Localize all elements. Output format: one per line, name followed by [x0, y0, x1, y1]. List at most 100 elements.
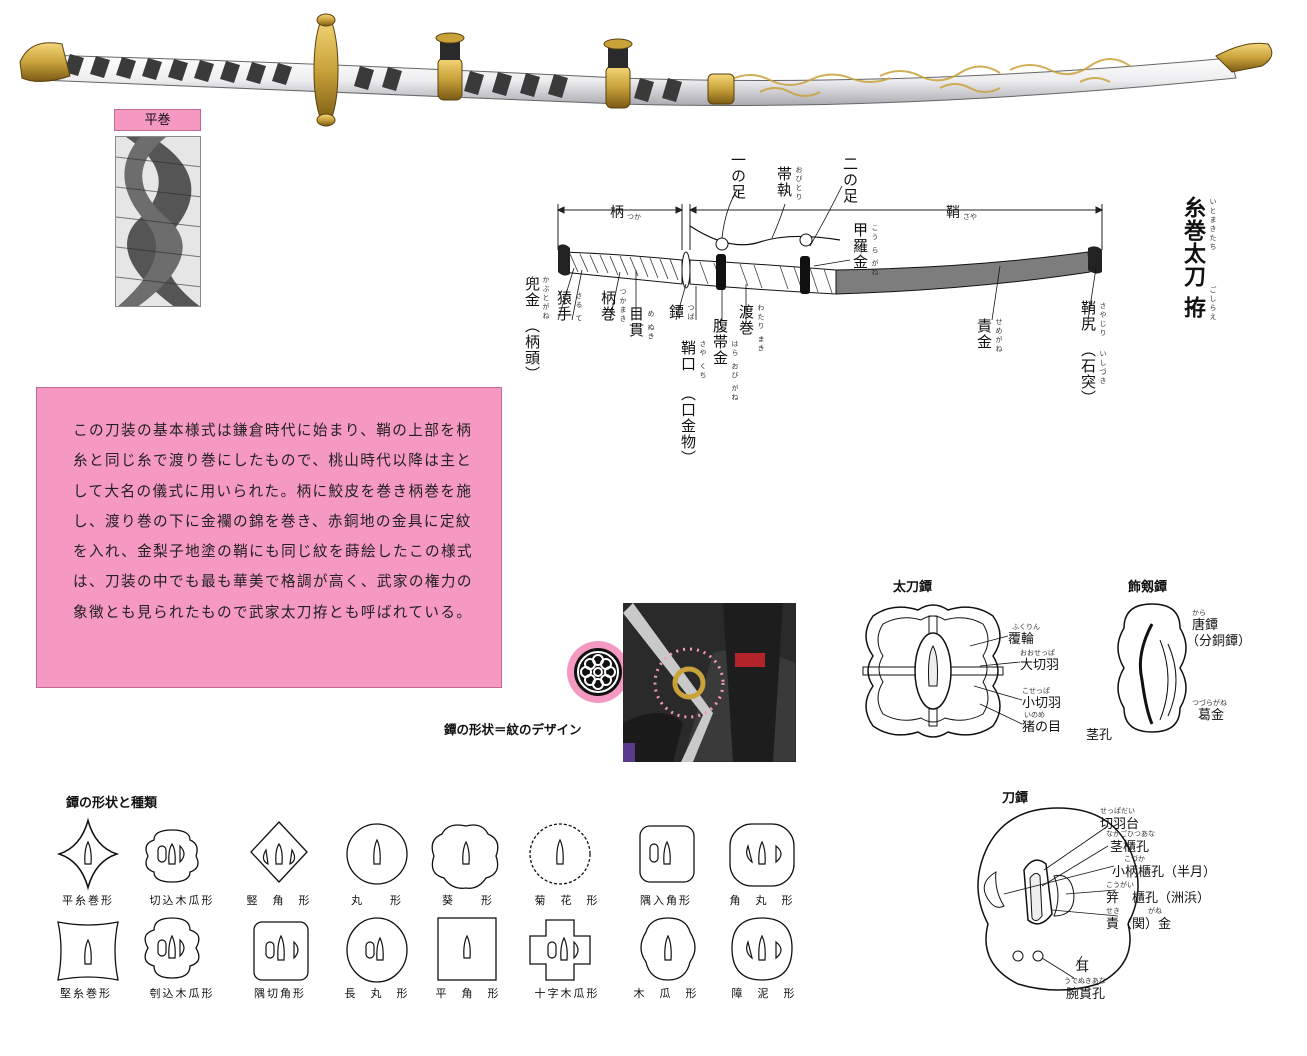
- tachi-tsuba-label-1-ruby: ふくりん: [1012, 623, 1040, 631]
- title-main: 糸巻太刀: [1180, 196, 1206, 288]
- label-kabutogane-paren: （柄頭）: [523, 318, 541, 382]
- shape-label-16: 障 泥 形: [731, 987, 797, 1000]
- label-ichinoashi: 一の足: [729, 152, 747, 200]
- worn-tachi-photo: [623, 603, 796, 762]
- shape-label-11: 隅切角形: [254, 987, 306, 1000]
- shape-jumonji-mokko: [529, 919, 591, 981]
- label-koiguchi-paren: （口金物）: [679, 386, 697, 466]
- shape-label-1: 平糸巻形: [62, 894, 114, 907]
- shape-label-14: 十字木瓜形: [534, 987, 600, 1000]
- photo-caption: 鐔の形状＝紋のデザイン: [444, 722, 582, 737]
- shape-label-2: 切込木瓜形: [149, 894, 215, 907]
- label-sarute: 猿手: [555, 290, 573, 322]
- katana-label-2-ruby: なかごひつあな: [1106, 830, 1155, 838]
- shape-label-13: 平 角 形: [435, 987, 501, 1000]
- dim-saya: 鞘: [946, 205, 960, 221]
- tsuba-shapes-grid: [56, 818, 795, 983]
- dim-tsuka-ruby: つか: [627, 213, 641, 221]
- tachi-parts-diagram: [556, 185, 1104, 320]
- katana-label-1-ruby: せっぱだい: [1100, 807, 1135, 815]
- label-watarimaki-ruby: わたり まき: [757, 304, 765, 354]
- katana-tsuba-title: 刀鐔: [1002, 791, 1029, 806]
- kamon-badge: [567, 641, 629, 703]
- description-text: この刀装の基本様式は鎌倉時代に始まり、鞘の上部を柄糸と同じ糸で渡り巻にしたもので…: [73, 422, 473, 621]
- katana-label-6: 腕貫孔: [1066, 987, 1106, 1002]
- katana-mimi-label: 耳: [1076, 960, 1090, 975]
- shape-label-10: 刳込木瓜形: [149, 987, 215, 1000]
- label-sayajiri: 鞘尻: [1079, 300, 1097, 332]
- katana-label-5-ruby: せき がね: [1106, 907, 1162, 915]
- tachi-tsuba-label-4-ruby: いのめ: [1024, 711, 1045, 719]
- description-box: この刀装の基本様式は鎌倉時代に始まり、鞘の上部を柄糸と同じ糸で渡り巻にしたもので…: [36, 387, 502, 688]
- tachi-tsuba-leaders: [969, 635, 1023, 725]
- dim-tsuka: 柄: [610, 205, 624, 221]
- shape-label-6: 菊 花 形: [534, 894, 600, 907]
- tachi-tsuba-drawing: [862, 604, 1004, 738]
- katana-label-3-ruby: こづか: [1124, 855, 1145, 863]
- katana-label-4-ruby: こうがい: [1106, 881, 1134, 889]
- shape-label-4: 丸 形: [351, 894, 403, 907]
- shape-label-8: 角 丸 形: [729, 894, 795, 907]
- kazari-karatsuba-ruby: から: [1192, 609, 1206, 617]
- shape-label-3: 竪 角 形: [246, 894, 312, 907]
- tachi-sword-illustration: [19, 13, 1273, 127]
- label-koiguchi-ruby: さや くち: [699, 340, 707, 381]
- label-tsukamaki: 柄巻: [599, 290, 617, 322]
- label-haraobigane-ruby: はら おび がね: [731, 340, 739, 403]
- label-sarute-ruby: さる て: [575, 292, 583, 324]
- label-semegane: 責金: [975, 318, 993, 350]
- label-sayajiri-ruby: さやじり: [1099, 302, 1107, 338]
- label-kabutogane: 兜金: [523, 276, 541, 308]
- katana-label-6-ruby: うでぬきあな: [1064, 977, 1106, 985]
- label-kabutogane-ruby: かぶとがね: [542, 276, 550, 321]
- kazari-nakago-hole: 茎孔: [1086, 728, 1113, 743]
- shape-label-5: 葵 形: [442, 894, 494, 907]
- label-kouragane: 甲羅金: [851, 222, 869, 270]
- label-tsukamaki-ruby: つかまき: [619, 288, 627, 324]
- title-main-ruby: いとまきたち: [1209, 198, 1217, 252]
- kazari-karatsuba-paren: （分銅鐔）: [1186, 634, 1252, 649]
- label-semegane-ruby: せめがね: [995, 318, 1003, 354]
- tachi-tsuba-label-3-ruby: こせっぱ: [1022, 687, 1050, 695]
- label-sayajiri-paren-ruby: いしづき: [1099, 350, 1107, 386]
- tachi-tsuba-label-3: 小切羽: [1022, 696, 1062, 711]
- dim-saya-ruby: さや: [963, 213, 977, 221]
- katana-label-4: 笄 櫃孔（洲浜）: [1106, 891, 1211, 906]
- tachi-tsuba-label-2: 大切羽: [1020, 658, 1060, 673]
- katana-label-5: 責（関）金: [1106, 917, 1172, 932]
- label-ninoashi: 二の足: [841, 156, 859, 204]
- label-tsuba-ruby: つば: [687, 304, 695, 322]
- label-kouragane-ruby: こう ら がね: [871, 224, 879, 278]
- label-sayajiri-paren: （石突）: [1079, 342, 1097, 406]
- katana-label-3: 小柄櫃孔（半月）: [1112, 865, 1217, 880]
- katana-label-2: 茎櫃孔: [1110, 840, 1150, 855]
- hiramaki-weave-image: [115, 136, 201, 307]
- label-tsuba: 鐔: [667, 304, 685, 320]
- label-obitori: 帯執: [775, 166, 793, 198]
- kazari-kuzugane-ruby: つづらがね: [1192, 699, 1227, 707]
- label-koiguchi: 鞘口: [679, 340, 697, 372]
- kazari-karatsuba: 唐鐔: [1192, 618, 1219, 633]
- label-menuki-ruby: め ぬき: [647, 310, 655, 342]
- tachi-tsuba-label-4: 猪の目: [1022, 720, 1062, 735]
- hiramaki-label: 平巻: [114, 109, 201, 131]
- title-sub-ruby: ごしらえ: [1209, 286, 1217, 322]
- katana-label-1: 切羽台: [1100, 817, 1140, 832]
- label-obitori-ruby: おびとり: [795, 166, 803, 202]
- label-haraobigane: 腹帯金: [711, 318, 729, 366]
- shape-label-9: 堅糸巻形: [60, 987, 112, 1000]
- tachi-tsuba-title: 太刀鐔: [893, 580, 933, 595]
- kazari-tsuba-title: 飾剱鐔: [1128, 580, 1168, 595]
- shape-label-12: 長 丸 形: [344, 987, 410, 1000]
- tachi-tsuba-label-2-ruby: おおせっぱ: [1020, 649, 1055, 657]
- shape-label-15: 木 瓜 形: [633, 987, 699, 1000]
- title-sub: 拵: [1180, 296, 1206, 319]
- kazari-tsuba-drawing: [1117, 603, 1187, 733]
- shape-label-7: 隅入角形: [640, 894, 692, 907]
- kazari-kuzugane: 葛金: [1198, 708, 1225, 723]
- katana-tsuba-drawing: [977, 807, 1139, 991]
- label-watarimaki: 渡巻: [737, 304, 755, 336]
- shapes-title: 鐔の形状と種類: [66, 796, 158, 811]
- tachi-tsuba-label-1: 覆輪: [1008, 632, 1035, 647]
- label-menuki: 目貫: [627, 306, 645, 338]
